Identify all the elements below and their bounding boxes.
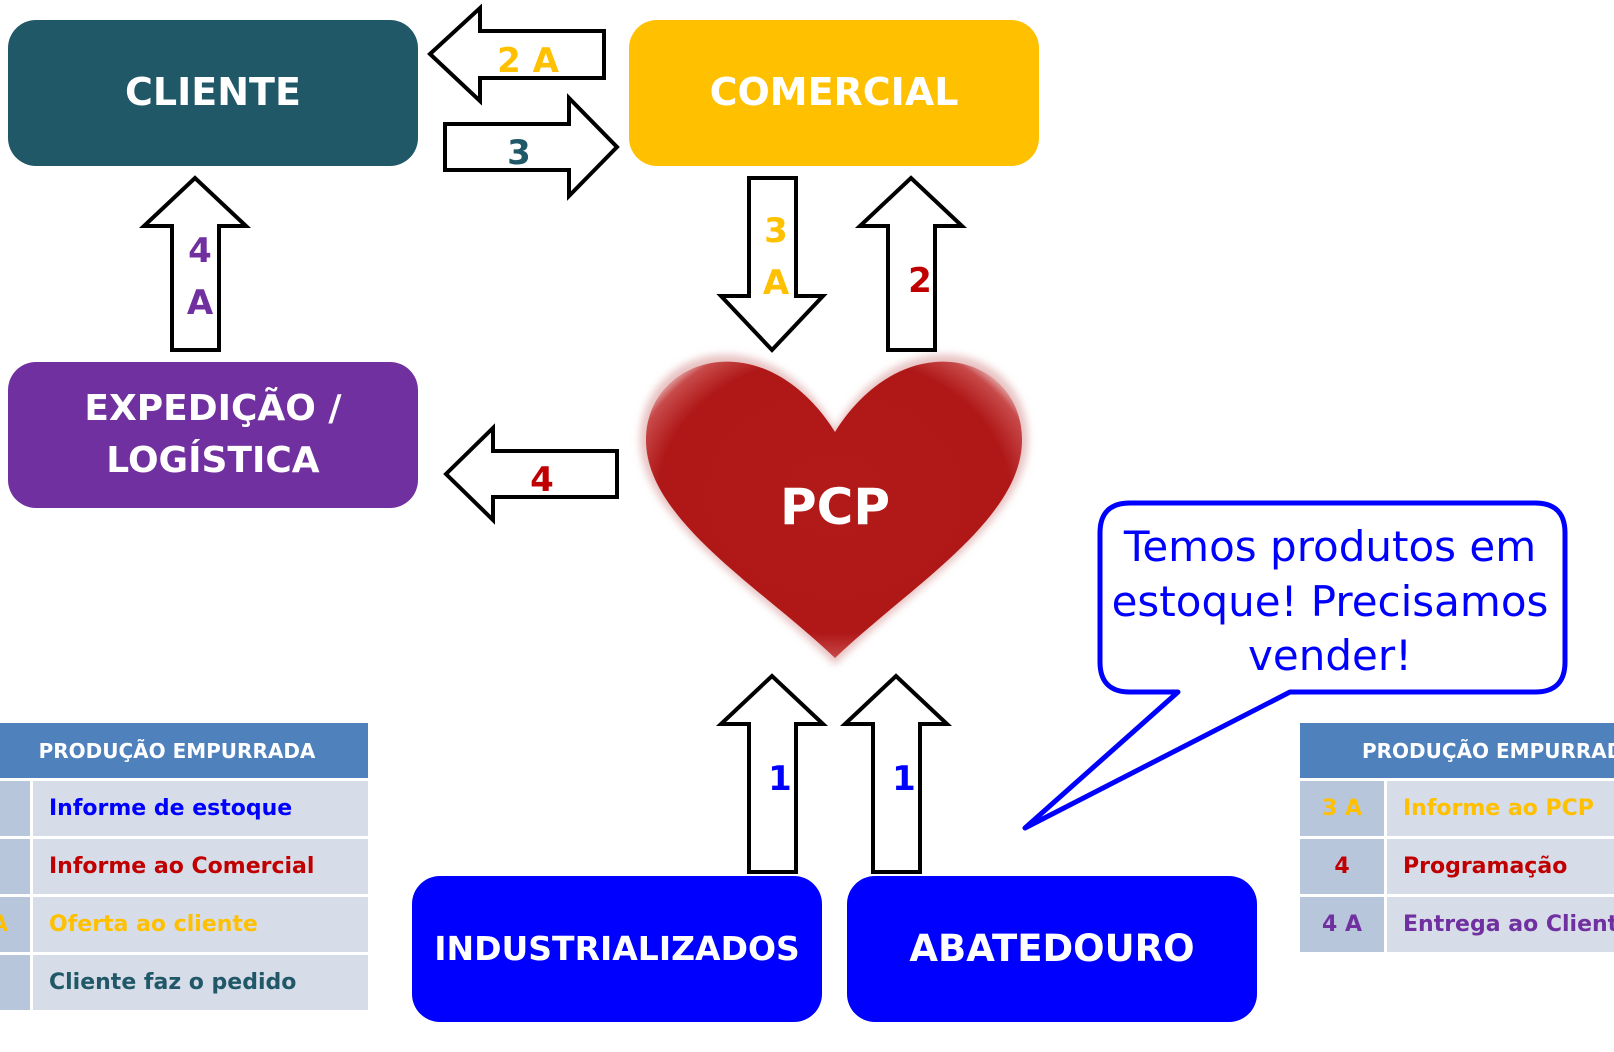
- arrow-label-4: 4: [530, 460, 554, 500]
- expedicao-box: EXPEDIÇÃO / LOGÍSTICA: [8, 362, 418, 508]
- vtext-4a-char: 4: [188, 231, 212, 271]
- industrializados-label: INDUSTRIALIZADOS: [434, 929, 800, 969]
- arrow-abatedouro-to-pcp: [839, 673, 953, 874]
- pcp-heart: [646, 361, 1022, 658]
- arrow-label-2: 2: [908, 261, 932, 301]
- legend-left-code: 2 A: [0, 897, 30, 952]
- arrow-label-3: 3: [507, 133, 531, 173]
- arrow-pcp-to-comercial: [854, 175, 968, 352]
- vtext-4a-char: A: [187, 283, 214, 323]
- industrializados-box: INDUSTRIALIZADOS: [412, 876, 822, 1022]
- legend-left-code: 2: [0, 839, 30, 894]
- speech-bubble-line3: vender!: [1248, 631, 1412, 681]
- legend-left-code: 1: [0, 781, 30, 836]
- legend-right-title: PRODUÇÃO EMPURRADA: [1300, 723, 1614, 778]
- legend-right-code: 4: [1300, 839, 1384, 894]
- legend-left-title: PRODUÇÃO EMPURRADA: [0, 723, 368, 778]
- legend-right-code: 3 A: [1300, 781, 1384, 836]
- vtext-3a-char: 3: [764, 211, 788, 251]
- legend-left-row: 3Cliente faz o pedido: [0, 955, 368, 1010]
- arrow-expedicao-to-cliente: [138, 175, 252, 352]
- arrow-comercial-to-pcp: [716, 176, 828, 353]
- arrow-cliente-to-comercial: [443, 93, 620, 201]
- legend-right-description: Informe ao PCP: [1384, 781, 1614, 836]
- legend-left-description: Informe de estoque: [30, 781, 368, 836]
- legend-left-description: Oferta ao cliente: [30, 897, 368, 952]
- cliente-label: CLIENTE: [125, 70, 301, 115]
- arrow-pcp-to-expedicao: [443, 423, 619, 525]
- speech-bubble: [1022, 500, 1568, 831]
- expedicao-label-line2: LOGÍSTICA: [106, 440, 320, 481]
- legend-left-description: Cliente faz o pedido: [30, 955, 368, 1010]
- vtext-3a-char: A: [763, 263, 790, 303]
- abatedouro-label: ABATEDOURO: [909, 927, 1195, 971]
- legend-left-clip: PRODUÇÃO EMPURRADA 1Informe de estoque2I…: [0, 720, 368, 1020]
- arrow-label-1-industrializados: 1: [768, 759, 792, 799]
- legend-left-row: 1Informe de estoque: [0, 781, 368, 836]
- comercial-label: COMERCIAL: [709, 70, 959, 115]
- legend-left-row: 2 AOferta ao cliente: [0, 897, 368, 952]
- expedicao-label-line1: EXPEDIÇÃO /: [84, 387, 342, 429]
- legend-left-code: 3: [0, 955, 30, 1010]
- legend-right-description: Entrega ao Cliente: [1384, 897, 1614, 952]
- arrow-label-3a: 3A: [763, 211, 790, 303]
- arrow-comercial-to-cliente: [427, 3, 606, 106]
- arrow-label-4a: 4A: [187, 231, 214, 323]
- legend-left-row: 2Informe ao Comercial: [0, 839, 368, 894]
- speech-bubble-line1: Temos produtos em: [1123, 522, 1537, 571]
- legend-left: PRODUÇÃO EMPURRADA 1Informe de estoque2I…: [0, 720, 368, 1013]
- pcp-label: PCP: [780, 478, 890, 536]
- cliente-box: CLIENTE: [8, 20, 418, 166]
- legend-right-code: 4 A: [1300, 897, 1384, 952]
- arrow-label-1-abatedouro: 1: [892, 759, 916, 799]
- speech-bubble-line2: estoque! Precisamos: [1111, 576, 1549, 626]
- legend-right-description: Programação: [1384, 839, 1614, 894]
- speech-bubble-text: Temos produtos em estoque! Precisamos ve…: [1102, 520, 1558, 684]
- arrow-industrializados-to-pcp: [715, 673, 829, 874]
- abatedouro-box: ABATEDOURO: [847, 876, 1257, 1022]
- arrow-label-2a: 2 A: [497, 41, 559, 81]
- legend-left-description: Informe ao Comercial: [30, 839, 368, 894]
- comercial-box: COMERCIAL: [629, 20, 1039, 166]
